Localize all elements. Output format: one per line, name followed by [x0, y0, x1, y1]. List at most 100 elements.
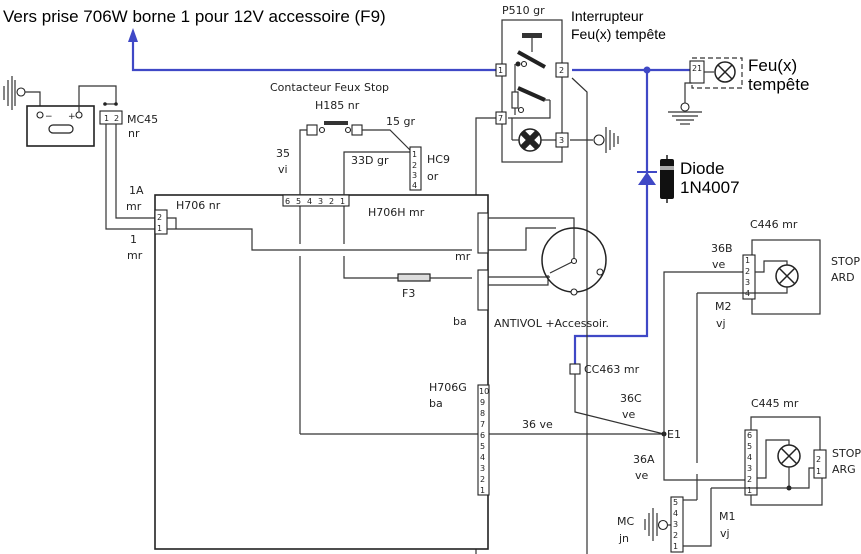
svg-text:2: 2	[329, 197, 334, 206]
accessory-feed-wire	[128, 28, 500, 72]
svg-text:1: 1	[340, 197, 345, 206]
e1-label: E1	[667, 428, 681, 441]
pin-label: 2	[559, 66, 564, 75]
h706h-top-connector: 6 5 4 3 2 1	[282, 194, 350, 207]
ba-label: ba	[453, 315, 467, 328]
fuse-f3-label: F3	[402, 287, 415, 300]
svg-text:5: 5	[673, 498, 678, 507]
svg-text:9: 9	[480, 398, 485, 407]
hc9-connector: 1 2 3 4	[409, 146, 422, 191]
svg-text:1: 1	[816, 467, 821, 476]
svg-text:2: 2	[692, 64, 697, 73]
svg-text:6: 6	[747, 431, 752, 440]
wire-36b-label: 36B	[711, 242, 733, 255]
pin-label: 1	[498, 66, 503, 75]
svg-text:1: 1	[157, 224, 162, 233]
svg-text:1: 1	[747, 486, 752, 495]
stop-arg-line2: ARG	[832, 463, 856, 476]
diode-symbol	[637, 171, 657, 185]
wire-15-label: 15 gr	[386, 115, 415, 128]
svg-text:+: +	[68, 112, 76, 122]
mc45-label: MC45	[127, 113, 158, 126]
wire-35-label: 35	[276, 147, 290, 160]
fuse-f3-icon	[397, 273, 431, 282]
wire-1a-label: 1A	[129, 184, 144, 197]
svg-text:2: 2	[480, 475, 485, 484]
mc-color: jn	[618, 532, 629, 545]
svg-text:4: 4	[673, 509, 678, 518]
diode-photo-icon	[660, 155, 674, 203]
h706g-label: H706G	[429, 381, 467, 394]
svg-text:5: 5	[747, 442, 752, 451]
svg-text:2: 2	[114, 114, 119, 123]
wire-36a-color: ve	[635, 469, 649, 482]
svg-text:5: 5	[480, 442, 485, 451]
h706-label: H706 nr	[176, 199, 221, 212]
svg-text:10: 10	[479, 387, 489, 396]
diode-label-line2: 1N4007	[680, 178, 740, 197]
wire-36-label: 36 ve	[522, 418, 553, 431]
wire-m1-color: vj	[720, 527, 730, 540]
svg-text:3: 3	[318, 197, 323, 206]
wire-m2-color: vj	[716, 317, 726, 330]
wire-36a-label: 36A	[633, 453, 655, 466]
wire-m2-label: M2	[715, 300, 732, 313]
wire-36b-color: ve	[712, 258, 726, 271]
svg-text:2: 2	[412, 161, 417, 170]
svg-text:1: 1	[673, 542, 678, 551]
svg-text:2: 2	[816, 455, 821, 464]
h706-module: 21	[154, 194, 489, 550]
cc463-connector	[569, 363, 581, 375]
p510-label: P510 gr	[502, 4, 545, 17]
mc-label: MC	[617, 515, 634, 528]
svg-text:3: 3	[673, 520, 678, 529]
ground-icon	[3, 76, 16, 110]
h706h-side-color: mr	[455, 250, 471, 263]
svg-text:4: 4	[480, 453, 485, 462]
svg-text:6: 6	[285, 197, 290, 206]
svg-text:2: 2	[745, 267, 750, 276]
ignition-switch	[477, 212, 607, 311]
pin-label: 3	[559, 136, 564, 145]
svg-text:1: 1	[697, 64, 702, 73]
svg-text:−: −	[45, 112, 53, 122]
wire-1-color: mr	[127, 249, 143, 262]
stop-lamp-right: 4 3 2 1	[697, 239, 821, 315]
svg-text:2: 2	[157, 213, 162, 222]
ground-icon	[668, 111, 702, 125]
top-annotation: Vers prise 706W borne 1 pour 12V accesso…	[3, 7, 386, 26]
brake-switch-title: Contacteur Feux Stop	[270, 81, 389, 94]
svg-text:4: 4	[747, 453, 752, 462]
wire-33d-label: 33D gr	[351, 154, 389, 167]
ground-icon	[605, 127, 619, 153]
c445-label: C445 mr	[751, 397, 799, 410]
fog-lamp-feed-wire	[572, 66, 690, 365]
cc463-label: CC463 mr	[584, 363, 640, 376]
wire-36c-label: 36C	[620, 392, 642, 405]
h185-label: H185 nr	[315, 99, 360, 112]
wire-1-label: 1	[130, 233, 137, 246]
svg-text:8: 8	[480, 409, 485, 418]
svg-text:1: 1	[480, 486, 485, 495]
push-button-icon	[522, 33, 542, 38]
diode-triangle-icon	[638, 172, 656, 185]
c446-label: C446 mr	[750, 218, 798, 231]
wire-35-color: vi	[278, 163, 288, 176]
svg-text:3: 3	[745, 278, 750, 287]
arrow-up-icon	[128, 28, 138, 42]
mc45-color: nr	[128, 127, 140, 140]
mc-ground-connector: 1 2 3 4 5	[644, 488, 712, 553]
svg-text:3: 3	[480, 464, 485, 473]
svg-text:3: 3	[747, 464, 752, 473]
svg-text:1: 1	[745, 256, 750, 265]
switch-label-line2: Feu(x) tempête	[571, 26, 666, 42]
h706h-label: H706H mr	[368, 206, 425, 219]
wire-36c-color: ve	[622, 408, 636, 421]
fog-lamp-label-line1: Feu(x)	[748, 56, 797, 75]
svg-text:3: 3	[412, 171, 417, 180]
svg-text:2: 2	[747, 475, 752, 484]
pin-label: 7	[498, 114, 503, 123]
switch-label-line1: Interrupteur	[571, 8, 644, 24]
ground-icon	[644, 508, 658, 541]
